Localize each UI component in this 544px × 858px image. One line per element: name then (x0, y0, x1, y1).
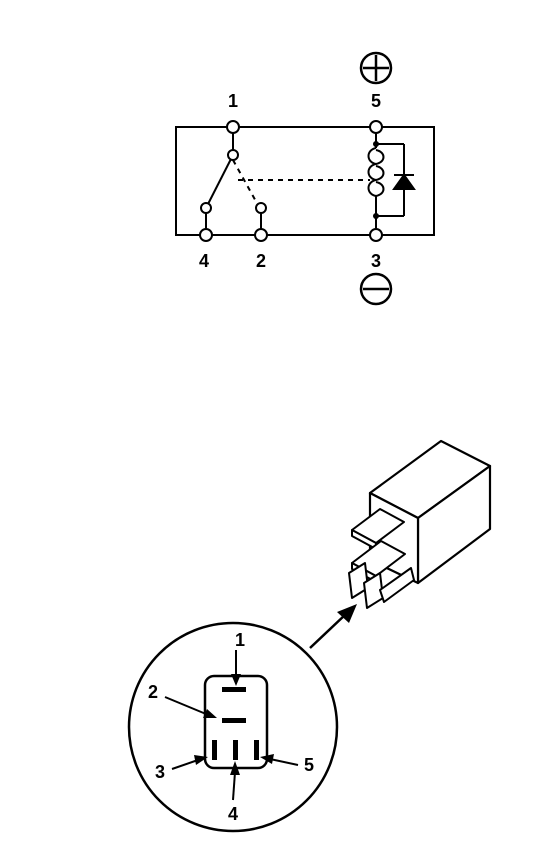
nc-contact (200, 202, 212, 214)
terminal-1-node (226, 120, 240, 134)
diode-triangle (392, 173, 416, 190)
pin-slot-2 (222, 718, 246, 723)
pin-label-4: 4 (228, 804, 238, 824)
pin-label-2: 2 (148, 682, 158, 702)
junction-dots (373, 141, 379, 219)
terminal-4-node (199, 228, 213, 242)
callout-line-3 (171, 759, 199, 770)
terminal-label-4: 4 (199, 251, 209, 271)
terminal-5-node (369, 120, 383, 134)
schematic-box (175, 126, 435, 236)
relay-pin-low-right (379, 567, 415, 603)
coil-loop-1 (367, 147, 385, 166)
connector-pins (212, 687, 259, 760)
relay-schematic (175, 126, 435, 236)
pin-slot-4 (233, 740, 238, 760)
pin-slot-3 (212, 740, 217, 760)
terminal-label-2: 2 (256, 251, 266, 271)
callout-arrowhead-5 (260, 754, 274, 764)
plus-in-circle-icon (359, 51, 393, 85)
pointer-arrow (309, 604, 357, 649)
no-contact (255, 202, 267, 214)
junction-dot-top (373, 141, 379, 147)
pivot-contact (227, 149, 239, 161)
pin-slot-1 (222, 687, 246, 692)
pin-label-3: 3 (155, 762, 165, 782)
switch-arm (205, 154, 234, 209)
terminal-3-node (369, 228, 383, 242)
callout-line-5 (269, 758, 299, 766)
terminal-2-node (254, 228, 268, 242)
open-arm-dashed (232, 159, 259, 206)
coil-loop-3 (367, 179, 385, 198)
callout-arrowhead-1 (231, 674, 241, 686)
callout-arrowhead-3 (194, 755, 208, 765)
callout-line-4 (232, 771, 236, 801)
callout-arrowhead-2 (203, 709, 217, 718)
terminal-label-3: 3 (371, 251, 381, 271)
callout-line-2 (164, 696, 207, 715)
coil-loop-2 (367, 163, 385, 182)
terminal-label-1: 1 (228, 91, 238, 111)
minus-in-circle-icon (359, 272, 393, 306)
callout-arrowhead-4 (230, 761, 240, 775)
terminal-nodes (199, 120, 383, 242)
junction-dot-bottom (373, 213, 379, 219)
pin-callouts (164, 650, 299, 801)
pin-label-5: 5 (304, 755, 314, 775)
terminal-label-5: 5 (371, 91, 381, 111)
pin-slot-5 (254, 740, 259, 760)
relay-pins (348, 508, 415, 609)
pin-label-1: 1 (235, 630, 245, 650)
